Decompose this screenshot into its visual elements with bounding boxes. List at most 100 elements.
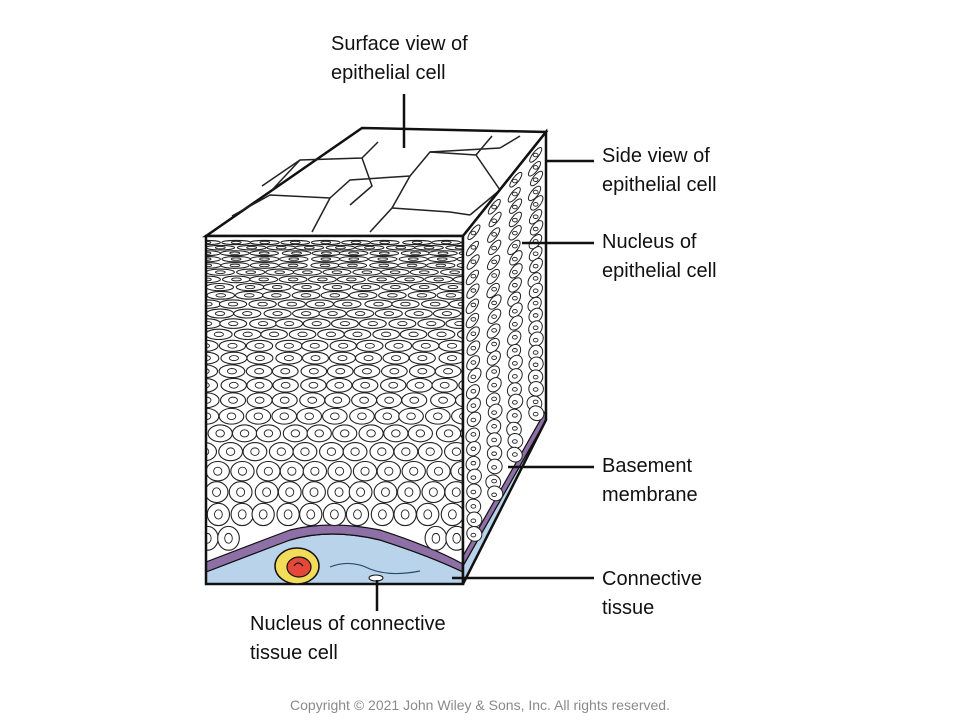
epithelial-cell-nucleus-side — [470, 446, 477, 452]
epithelial-cell-nucleus — [451, 487, 461, 497]
epithelial-cell-nucleus-side — [491, 273, 497, 278]
epithelial-cell-nucleus — [214, 509, 223, 520]
epithelial-cell-nucleus — [242, 311, 253, 316]
epithelial-cell-nucleus-side — [512, 452, 518, 457]
epithelial-cell-nucleus — [254, 396, 265, 404]
epithelial-cell-nucleus — [423, 509, 433, 520]
epithelial-cell-nucleus — [340, 429, 350, 438]
epithelial-cell-nucleus — [373, 301, 384, 307]
epithelial-cell-nucleus — [353, 509, 362, 520]
epithelial-cell-nucleus — [206, 301, 213, 307]
epithelial-cell-nucleus — [433, 412, 443, 421]
epithelial-cell-nucleus-side — [532, 387, 539, 392]
epithelial-cell-nucleus — [237, 509, 247, 520]
epithelial-cell-nucleus — [391, 355, 402, 362]
epithelial-cell-nucleus — [287, 263, 299, 268]
epithelial-cell-nucleus — [413, 311, 424, 316]
epithelial-cell-nucleus — [410, 251, 421, 255]
epithelial-cell-nucleus-side — [491, 478, 497, 484]
epithelial-cell-nucleus — [284, 321, 295, 327]
epithelial-cell-nucleus — [246, 246, 258, 250]
epithelial-cell-nucleus — [354, 311, 366, 316]
epithelial-cell-nucleus — [242, 331, 253, 338]
epithelial-cell-nucleus-side — [470, 475, 477, 480]
epithelial-cell-nucleus — [414, 381, 425, 389]
epithelial-cell-nucleus — [300, 447, 310, 456]
epithelial-cell-nucleus — [377, 257, 389, 261]
epithelial-cell-nucleus — [229, 263, 241, 268]
epithelial-cell-nucleus — [274, 270, 285, 275]
epithelial-cell-nucleus — [447, 285, 459, 290]
epithelial-cell-nucleus — [433, 277, 444, 282]
epithelial-cell-nucleus-side — [532, 313, 539, 318]
epithelial-cell-nucleus-side — [512, 387, 518, 392]
epithelial-cell-nucleus-side — [491, 341, 497, 347]
epithelial-cell-nucleus — [244, 285, 256, 290]
epithelial-cell-nucleus — [302, 270, 313, 275]
epithelial-cell-nucleus — [289, 240, 301, 245]
epithelial-cell-nucleus-side — [532, 300, 539, 306]
epithelial-cell-nucleus — [443, 429, 454, 438]
epithelial-cell-nucleus-side — [512, 230, 518, 236]
epithelial-cell-nucleus — [342, 301, 353, 307]
epithelial-cell-nucleus — [400, 509, 410, 520]
epithelial-cell-nucleus — [214, 285, 225, 290]
epithelial-cell-nucleus-side — [512, 348, 518, 353]
epithelial-cell-nucleus — [393, 343, 404, 349]
epithelial-cell-nucleus-side — [491, 328, 497, 333]
epithelial-cell-nucleus-side — [512, 308, 518, 314]
epithelial-cell — [460, 239, 463, 246]
epithelial-cell-nucleus — [406, 412, 416, 421]
epithelial-cell-nucleus-side — [470, 345, 477, 351]
epithelial-cell-nucleus — [379, 240, 391, 245]
epithelial-cell-nucleus — [215, 270, 226, 275]
epithelial-cell-nucleus — [306, 509, 316, 520]
epithelial-cell-nucleus — [334, 487, 344, 497]
epithelial-cell-nucleus — [378, 251, 390, 255]
epithelial-cell-nucleus — [400, 301, 411, 307]
epithelial-cell-nucleus — [348, 251, 359, 255]
epithelial-cell-nucleus — [237, 466, 247, 476]
epithelial-cell-nucleus — [397, 321, 408, 327]
epithelial-cell-nucleus — [245, 270, 257, 275]
epithelial-cell-nucleus-side — [491, 451, 497, 456]
epithelial-cell-nucleus — [451, 447, 462, 456]
epithelial-cell-nucleus — [356, 487, 366, 497]
epithelial-cell-nucleus — [417, 368, 428, 375]
epithelial-cell-nucleus — [326, 447, 337, 456]
epithelial-cell-nucleus — [317, 277, 328, 282]
epithelial-cell-nucleus — [408, 331, 419, 338]
epithelial-cell-nucleus — [287, 277, 299, 282]
epithelial-cell — [456, 255, 463, 263]
epithelial-cell-nucleus — [448, 509, 457, 520]
epithelial-cell-nucleus — [362, 368, 372, 375]
epithelial-cell-nucleus — [437, 251, 449, 255]
epithelial-cell-nucleus — [276, 447, 286, 456]
epithelial-cell-nucleus — [253, 412, 264, 421]
epithelial-cell-nucleus — [308, 368, 319, 375]
epithelial-cell-nucleus — [382, 412, 393, 421]
epithelial-cell — [451, 407, 463, 425]
epithelial-cell-nucleus — [352, 331, 363, 338]
epithelial-cell-nucleus — [331, 285, 343, 290]
epithelial-cell-nucleus-side — [491, 245, 497, 251]
epithelial-cell-nucleus — [425, 447, 435, 456]
epithelial-cell-nucleus — [404, 277, 415, 282]
epithelial-cell-nucleus — [415, 429, 426, 438]
epithelial-cell-nucleus — [325, 331, 337, 338]
epithelial-cell-nucleus-side — [512, 178, 518, 184]
epithelial-cell-nucleus — [290, 429, 301, 438]
epithelial-cell-nucleus-side — [532, 411, 539, 417]
epithelial-cell-nucleus — [309, 343, 320, 349]
epithelial-cell-nucleus-side — [532, 251, 539, 256]
epithelial-cell-nucleus-side — [470, 317, 477, 322]
epithelial-cell-nucleus — [206, 368, 210, 375]
epithelial-cell — [459, 424, 463, 443]
epithelial-cell-nucleus — [206, 447, 210, 456]
epithelial-cell-nucleus — [215, 429, 225, 438]
epithelial-cell-nucleus — [214, 246, 226, 250]
epithelial-cell-nucleus — [279, 412, 289, 421]
epithelial-cell-nucleus — [387, 293, 398, 298]
epithelial-cell-nucleus-side — [470, 532, 477, 538]
epithelial-cell — [456, 262, 463, 269]
